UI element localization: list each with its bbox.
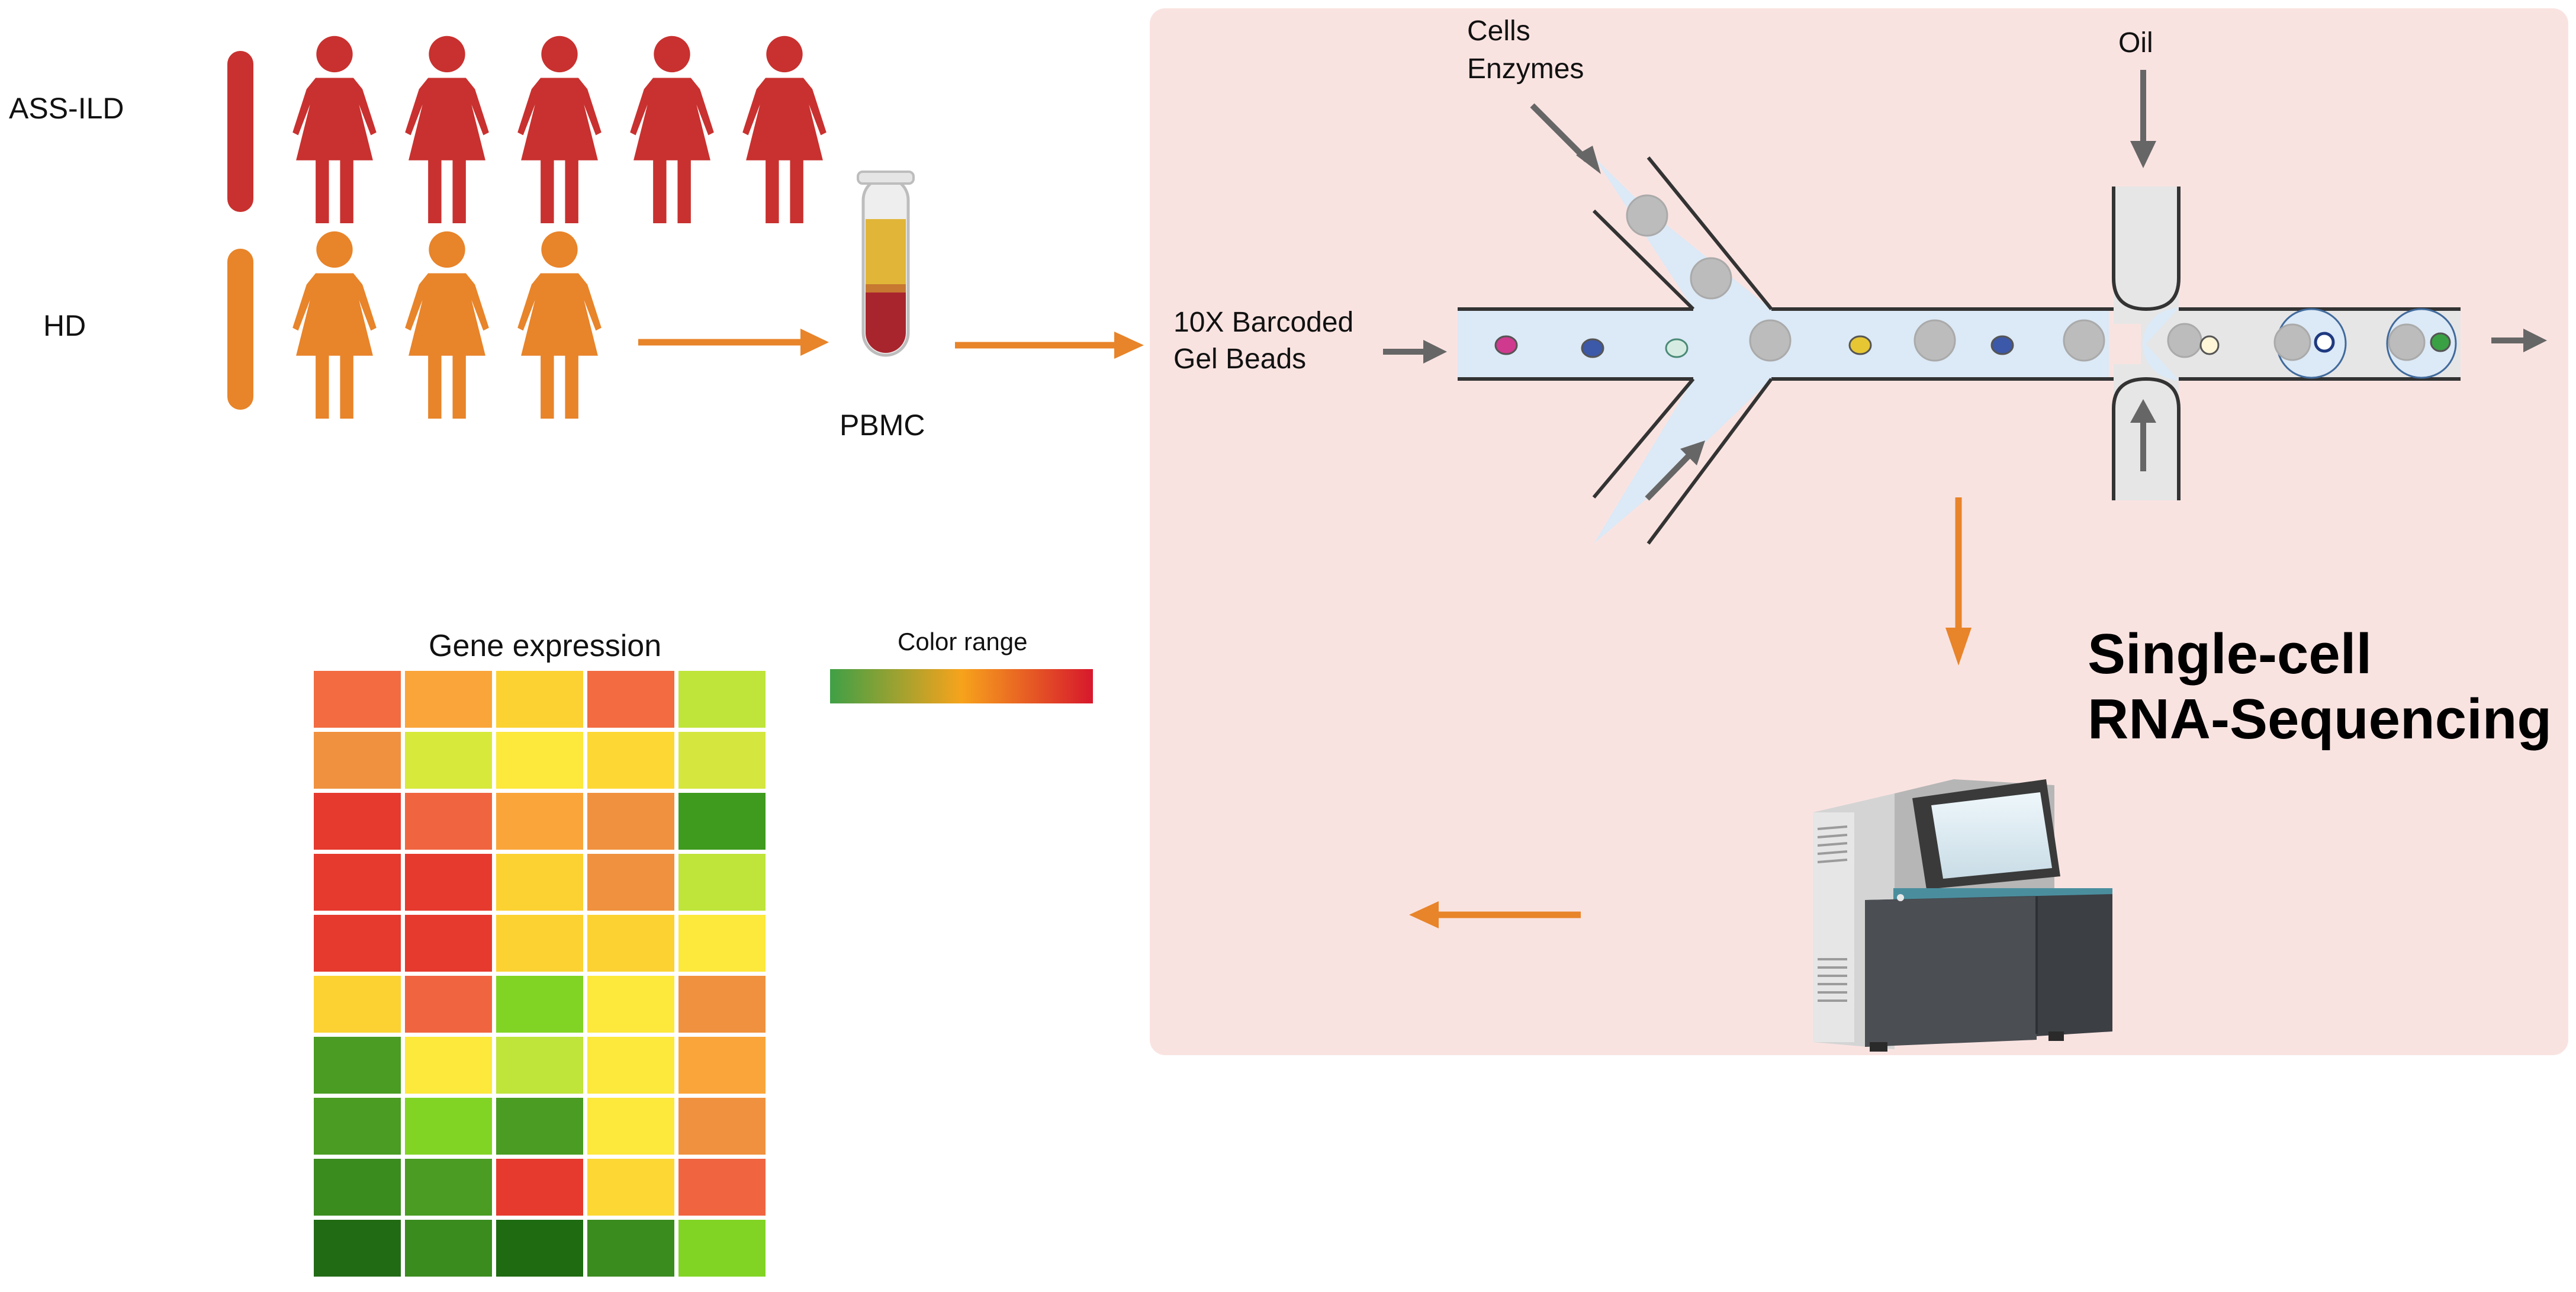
heatmap-cell <box>678 1159 766 1216</box>
heatmap-cell <box>496 1037 583 1094</box>
control-person-icon <box>292 231 377 419</box>
heatmap-cell <box>587 671 674 728</box>
heatmap-cell <box>314 1098 401 1155</box>
heatmap-cell <box>314 1220 401 1277</box>
cohort-section: ASS-ILD HD <box>9 36 826 419</box>
scrnaseq-title-line2: RNA-Sequencing <box>2088 687 2552 751</box>
heatmap-cell <box>314 1037 401 1094</box>
color-range-legend <box>830 669 1093 703</box>
arrow-to-sequencer <box>1945 497 1972 666</box>
heatmap-cell <box>496 671 583 728</box>
heatmap-cell <box>496 854 583 911</box>
arrow-to-pbmc <box>638 329 829 356</box>
control-person-icon <box>517 231 602 419</box>
microfluidics-panel <box>1150 8 2568 1055</box>
heatmap-cell <box>678 976 766 1033</box>
heatmap-cell <box>587 976 674 1033</box>
arrow-to-heatmap <box>1409 901 1581 928</box>
patient-person-icon <box>292 36 377 224</box>
hd-label: HD <box>43 309 86 342</box>
blood-tube-icon <box>857 171 915 357</box>
cells-and-beads <box>1494 194 2457 379</box>
arrow-to-microfluidics <box>955 332 1144 359</box>
heatmap-cell <box>678 793 766 850</box>
heatmap-cell <box>405 915 492 972</box>
heatmap-cell <box>587 1098 674 1155</box>
heatmap-cell <box>314 732 401 789</box>
heatmap-cell <box>405 1220 492 1277</box>
heatmap-cell <box>496 1220 583 1277</box>
heatmap-cell <box>405 1037 492 1094</box>
gene-expression-heatmap <box>314 671 766 1277</box>
patient-person-icon <box>630 36 714 224</box>
gel-beads-label-1: 10X Barcoded <box>1173 307 1353 338</box>
heatmap-cell <box>314 793 401 850</box>
ass-ild-group-bar <box>227 51 253 212</box>
heatmap-cell <box>496 1098 583 1155</box>
heatmap-cell <box>587 1037 674 1094</box>
heatmap-cell <box>587 1220 674 1277</box>
sequencer-icon <box>1813 779 2112 1052</box>
heatmap-cell <box>405 976 492 1033</box>
patient-person-icon <box>517 36 602 224</box>
heatmap-cell <box>678 915 766 972</box>
heatmap-cell <box>314 976 401 1033</box>
heatmap-cell <box>587 1159 674 1216</box>
heatmap-cell <box>496 915 583 972</box>
heatmap-cell <box>314 1159 401 1216</box>
enzymes-label: Enzymes <box>1467 53 1584 85</box>
pbmc-label: PBMC <box>840 409 925 442</box>
heatmap-cell <box>587 854 674 911</box>
heatmap-cell <box>314 915 401 972</box>
heatmap-cell <box>678 1220 766 1277</box>
patient-person-icon <box>742 36 826 224</box>
heatmap-cell <box>587 732 674 789</box>
heatmap-cell <box>405 793 492 850</box>
heatmap-cell <box>678 671 766 728</box>
heatmap-cell <box>678 732 766 789</box>
heatmap-cell <box>678 854 766 911</box>
color-range-label: Color range <box>898 628 1027 655</box>
heatmap-title: Gene expression <box>429 629 661 663</box>
heatmap-cell <box>678 1037 766 1094</box>
heatmap-cell <box>496 1159 583 1216</box>
cells-label: Cells <box>1467 15 1530 47</box>
gel-beads-label-2: Gel Beads <box>1173 343 1306 375</box>
ass-ild-patients <box>292 36 826 224</box>
heatmap-cell <box>405 732 492 789</box>
ass-ild-label: ASS-ILD <box>9 92 124 125</box>
hd-group-bar <box>227 249 253 410</box>
control-person-icon <box>405 231 489 419</box>
patient-person-icon <box>405 36 489 224</box>
heatmap-cell <box>405 1159 492 1216</box>
hd-controls <box>292 231 602 419</box>
heatmap-cell <box>496 793 583 850</box>
flow-arrows <box>1383 70 2547 501</box>
heatmap-cell <box>405 671 492 728</box>
heatmap-cell <box>405 854 492 911</box>
heatmap-cell <box>496 976 583 1033</box>
heatmap-cell <box>405 1098 492 1155</box>
heatmap-cell <box>314 671 401 728</box>
heatmap-cell <box>678 1098 766 1155</box>
scrnaseq-title-line1: Single-cell <box>2088 622 2372 686</box>
heatmap-cell <box>314 854 401 911</box>
heatmap-cell <box>587 793 674 850</box>
oil-label: Oil <box>2118 27 2153 59</box>
heatmap-cell <box>587 915 674 972</box>
heatmap-cell <box>496 732 583 789</box>
